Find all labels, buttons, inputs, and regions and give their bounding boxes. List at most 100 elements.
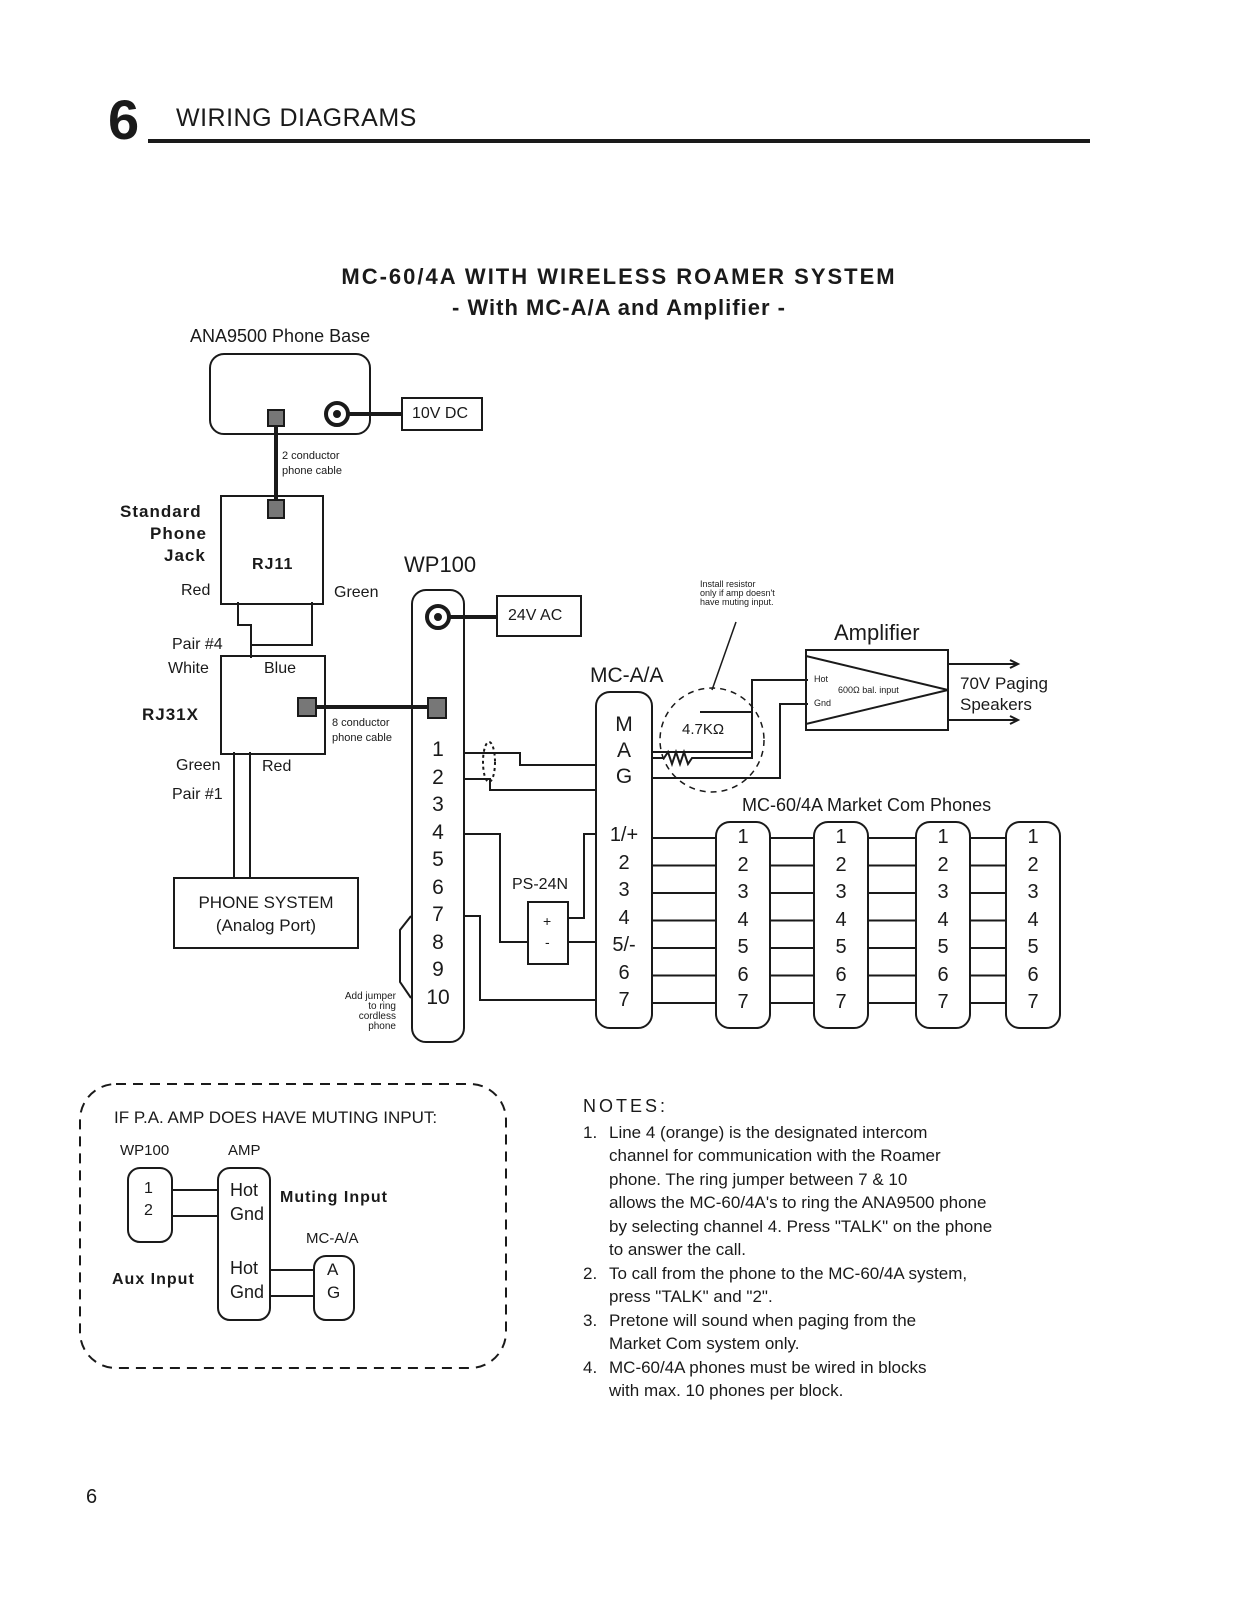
eight-conductor-cable-label: phone cable: [332, 732, 392, 744]
mcaa-terminal: 7: [618, 989, 630, 1011]
wp100-box: [411, 589, 465, 1043]
rj11-label: RJ11: [252, 556, 294, 573]
market-com-phone-2: [813, 821, 869, 1029]
resistor-note-line: Install resistor: [700, 579, 756, 589]
market-com-terminal: 5: [737, 936, 749, 958]
market-com-terminal: 4: [835, 908, 847, 931]
market-com-terminal: 6: [737, 963, 749, 986]
rj11-box: [220, 495, 324, 605]
diagram-subtitle: - With MC-A/A and Amplifier -: [452, 295, 786, 320]
note-line: To call from the phone to the MC-60/4A s…: [609, 1263, 968, 1283]
market-com-terminal: 2: [937, 853, 949, 876]
market-com-terminal: 4: [937, 908, 949, 931]
mcaa-mag-letter: G: [615, 765, 633, 788]
market-com-terminal: 6: [937, 963, 949, 986]
mcaa-mag-letter: A: [616, 739, 631, 762]
market-com-terminal: 2: [835, 853, 847, 876]
note-line: Market Com system only.: [609, 1334, 800, 1353]
market-com-terminal: 5: [1027, 936, 1039, 958]
mcaa-box: [595, 691, 653, 1029]
mcaa-label: MC-A/A: [590, 664, 664, 687]
market-com-label: MC-60/4A Market Com Phones: [742, 795, 992, 815]
phone-base-label: ANA9500 Phone Base: [190, 326, 371, 346]
note-line: to answer the call.: [609, 1240, 747, 1259]
mcaa-terminal: 2: [618, 851, 630, 874]
power-24vac-box: [496, 595, 582, 637]
market-com-terminal: 2: [737, 853, 749, 876]
ps24n-box: [527, 901, 569, 965]
notes-list: 1. Line 4 (orange) is the designated inte…: [583, 1121, 992, 1403]
paging-label: 70V Paging: [960, 674, 1048, 693]
market-com-terminal: 5: [835, 936, 847, 958]
amp-gnd-label: Gnd: [814, 698, 832, 708]
market-com-terminal: 5: [937, 936, 949, 958]
note-line: Line 4 (orange) is the designated interc…: [609, 1122, 928, 1142]
note-line: press "TALK" and "2".: [609, 1287, 773, 1306]
inset-amp-label: AMP: [228, 1142, 261, 1159]
resistor-note: Install resistor only if amp doesn't hav…: [700, 580, 775, 607]
phone-base-box: [209, 353, 371, 435]
market-com-terminal: 3: [835, 881, 847, 903]
section-number: 6: [108, 88, 140, 151]
amp-hot-label: Hot: [814, 674, 829, 684]
speakers-label: Speakers: [960, 695, 1032, 714]
rj11-red-label: Red: [181, 582, 211, 599]
inset-title: IF P.A. AMP DOES HAVE MUTING INPUT:: [114, 1108, 438, 1127]
mcaa-mag-letter: M: [615, 713, 633, 736]
jumper-note: Add jumper to ring cordless phone: [336, 992, 396, 1032]
note-number: 1.: [583, 1122, 598, 1142]
note-item: 1. Line 4 (orange) is the designated inte…: [583, 1121, 992, 1262]
market-com-terminal: 3: [937, 881, 949, 903]
inset-hot-2: Hot: [230, 1258, 259, 1278]
two-conductor-label: 2 conductor: [282, 450, 340, 462]
market-com-phone-1: [715, 821, 771, 1029]
inset-a-label: A: [327, 1260, 339, 1279]
phone-base-port: [267, 409, 285, 427]
ps24n-label: PS-24N: [512, 876, 569, 893]
power-24vac-label: 24V AC: [508, 607, 563, 624]
rj11-green-label: Green: [334, 584, 379, 601]
section-title: WIRING DIAGRAMS: [176, 104, 417, 132]
rj31x-green-label: Green: [176, 757, 221, 774]
amplifier-label: Amplifier: [834, 620, 920, 645]
market-com-terminal: 4: [1027, 908, 1039, 931]
phone-system-label: PHONE SYSTEM: [198, 893, 334, 912]
wp100-terminal: 2: [432, 765, 444, 789]
wp100-terminal: 4: [432, 820, 444, 844]
analog-port-label: (Analog Port): [215, 916, 317, 935]
mcaa-terminal: 3: [618, 879, 630, 901]
resistor-note-line: have muting input.: [700, 597, 774, 607]
phone-cable-label: phone cable: [282, 465, 342, 477]
muting-input-label: Muting Input: [280, 1189, 388, 1206]
jumper-note-line: phone: [368, 1021, 396, 1032]
note-line: MC-60/4A phones must be wired in blocks: [609, 1357, 927, 1377]
inset-wp100-label: WP100: [120, 1142, 170, 1159]
market-com-terminal: 6: [835, 963, 847, 986]
wp100-terminal: 1: [432, 738, 444, 761]
power-jack-icon: [324, 401, 350, 427]
wp100-terminal: 3: [432, 793, 444, 816]
notes-heading: NOTES:: [583, 1096, 669, 1116]
jack-label: Jack: [164, 546, 206, 565]
resistor-dashed-circle: [659, 687, 765, 793]
standard-label: Standard: [120, 502, 202, 521]
mcaa-terminal: 5/-: [612, 934, 636, 956]
market-com-terminal: 6: [1027, 963, 1039, 986]
market-com-terminal: 1: [835, 826, 847, 848]
ps24n-minus: -: [545, 934, 550, 950]
market-com-terminal: 7: [835, 991, 847, 1013]
note-line: channel for communication with the Roame…: [609, 1146, 941, 1165]
note-item: 2.To call from the phone to the MC-60/4A…: [583, 1262, 992, 1309]
market-com-terminal: 3: [1027, 881, 1039, 903]
wp100-terminal: 8: [432, 930, 444, 954]
inset-wp-term-1: 1: [144, 1180, 153, 1197]
note-line: with max. 10 phones per block.: [609, 1381, 844, 1400]
market-com-phone-4: [1005, 821, 1061, 1029]
ps24n-plus: +: [543, 913, 552, 929]
wp100-terminal: 9: [432, 958, 444, 981]
wp100-terminal: 10: [426, 985, 450, 1009]
inset-box: [79, 1083, 507, 1369]
notes-section: NOTES: 1. Line 4 (orange) is the designat…: [583, 1095, 992, 1403]
wp100-label: WP100: [404, 552, 477, 577]
